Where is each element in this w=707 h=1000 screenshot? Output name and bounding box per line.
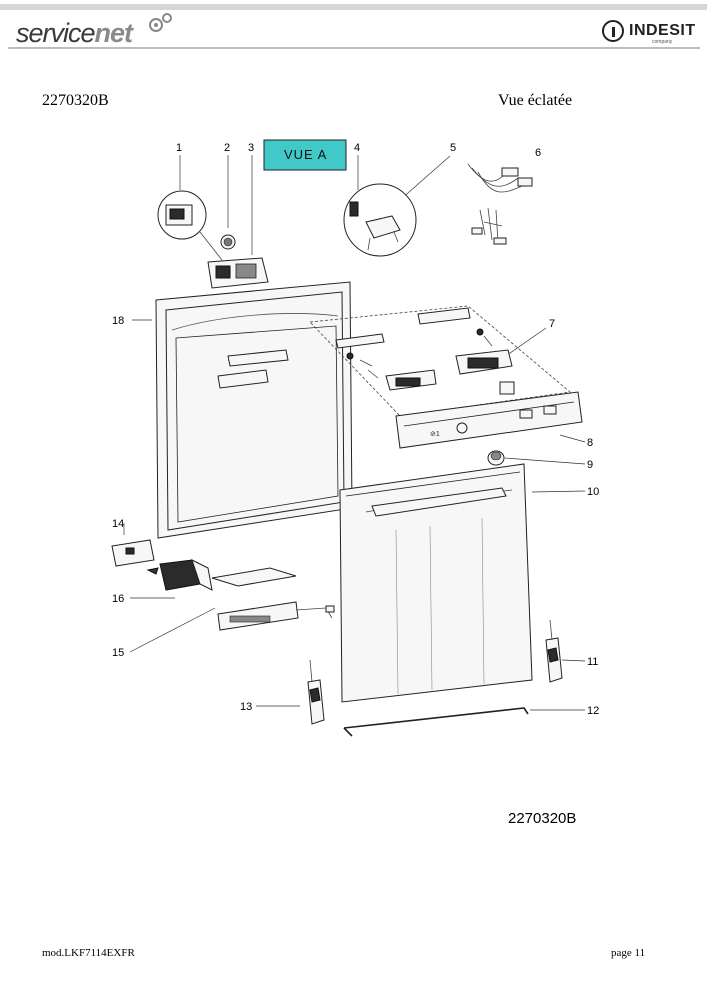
- diagram-reference: 2270320B: [508, 810, 577, 827]
- vue-a-label: VUE A: [284, 147, 327, 162]
- callout-15: 15: [112, 647, 124, 659]
- callout-8: 8: [587, 437, 593, 449]
- callout-2: 2: [224, 142, 230, 154]
- header-rule: [8, 47, 700, 49]
- vue-a-box: [263, 139, 347, 171]
- callout-1: 1: [176, 142, 182, 154]
- svg-text:⊘1: ⊘1: [430, 431, 440, 438]
- gears-icon: [149, 13, 172, 32]
- view-title: Vue éclatée: [498, 92, 573, 109]
- exploded-view-diagram: VUE A 1 2 3 4 5 6 7 8 9 10 11 12 13 14 1…: [111, 139, 599, 737]
- callout-14: 14: [112, 518, 124, 530]
- callout-3: 3: [248, 142, 254, 154]
- model-number: mod.LKF7114EXFR: [42, 947, 135, 959]
- callout-11: 11: [587, 656, 598, 668]
- header-top-bar: [0, 4, 707, 10]
- callout-16: 16: [112, 593, 124, 605]
- callout-9: 9: [587, 459, 593, 471]
- document-reference: 2270320B: [42, 92, 109, 109]
- callout-7: 7: [549, 318, 555, 330]
- callout-18: 18: [112, 315, 124, 327]
- indesit-i-icon: [602, 20, 624, 42]
- callout-4: 4: [354, 142, 360, 154]
- page-number: page 11: [611, 947, 646, 959]
- servicenet-logo: servicenet: [16, 18, 133, 48]
- callout-6: 6: [535, 147, 541, 159]
- callout-5: 5: [450, 142, 456, 154]
- indesit-logo: INDESIT company: [602, 20, 697, 46]
- callout-10: 10: [587, 486, 599, 498]
- callout-12: 12: [587, 705, 599, 717]
- callout-13: 13: [240, 701, 252, 713]
